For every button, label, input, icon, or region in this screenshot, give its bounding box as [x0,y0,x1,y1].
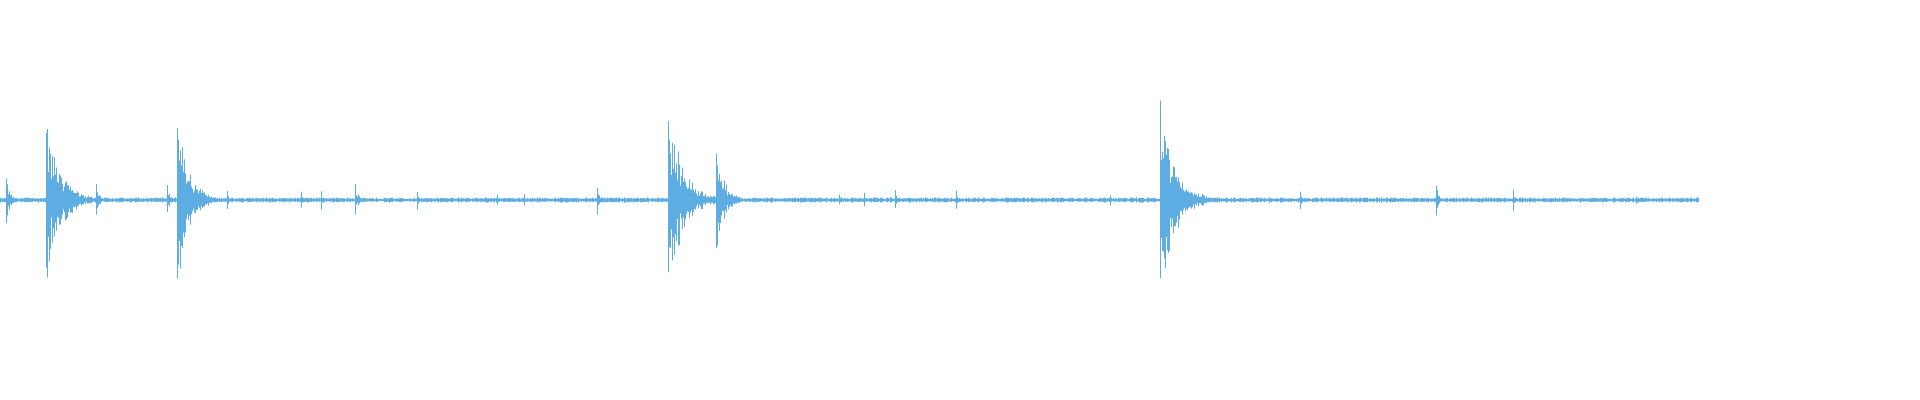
waveform-trace [0,100,1699,279]
waveform-path [0,100,1699,279]
